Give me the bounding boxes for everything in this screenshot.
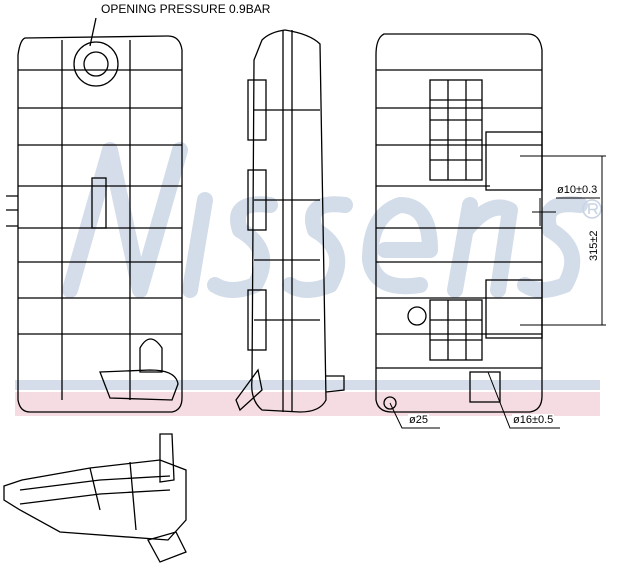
front-view-tank [6, 17, 183, 413]
watermark-letter-n2 [447, 197, 518, 298]
watermark-letter-n [62, 142, 188, 298]
height-dimension-label: 315±2 [588, 229, 600, 262]
watermark-letter-i1 [182, 192, 213, 298]
watermark-letter-e [362, 197, 438, 295]
watermark-letter-s2 [282, 196, 353, 298]
dimension-lines [389, 155, 606, 429]
opening-pressure-label: OPENING PRESSURE 0.9BAR [100, 2, 272, 16]
inlet-diameter-label: ø10±0.3 [556, 184, 599, 196]
brand-watermark [62, 142, 588, 298]
isometric-view-tank [3, 433, 187, 563]
watermark-letter-s1 [207, 196, 278, 298]
outlet-large-diameter-label: ø25 [408, 414, 429, 426]
watermark-letter-s3 [517, 196, 588, 298]
side-view-tank [235, 29, 345, 413]
rear-view-tank [375, 33, 543, 413]
watermark-band-blue [15, 380, 600, 390]
outlet-small-diameter-label: ø16±0.5 [512, 414, 555, 426]
registered-mark [582, 199, 602, 219]
